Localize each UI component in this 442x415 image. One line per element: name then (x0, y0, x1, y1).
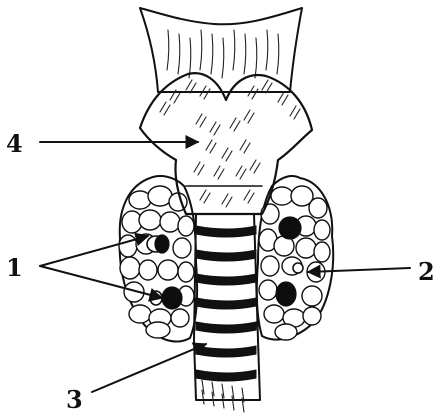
hatch-line (186, 80, 192, 90)
gland-cell (120, 257, 140, 279)
gland-cell (261, 204, 279, 224)
gland-cell (264, 305, 284, 323)
gland-cell (146, 322, 170, 338)
hatch-line (266, 30, 268, 70)
hatch-line (204, 193, 210, 203)
hatch-line (200, 30, 202, 70)
tube-ring (196, 250, 256, 261)
hatch-line (200, 190, 206, 200)
hatch-line (244, 143, 250, 153)
hatch-line (248, 113, 254, 123)
hatch-line (248, 193, 254, 203)
hatch-line (278, 92, 284, 102)
left-gland-lobe (119, 176, 197, 341)
dark-nodule (162, 287, 182, 309)
hatch-line (222, 38, 224, 78)
hatch-line (250, 160, 256, 170)
gland-cell (271, 187, 293, 205)
hatch-line (254, 163, 260, 173)
gland-cell (314, 242, 330, 262)
tube-ring (196, 370, 256, 381)
hatch-line (167, 30, 169, 70)
tube-ring (196, 226, 256, 237)
hatch-line (244, 190, 250, 200)
hatch-line (210, 143, 216, 153)
gland-cell (314, 220, 330, 240)
hatch-line (236, 166, 242, 176)
hatch-line (255, 38, 257, 78)
hatch-line (164, 105, 170, 115)
gland-cell (259, 280, 277, 300)
label-2: 2 (418, 257, 435, 286)
hatch-line (214, 125, 220, 135)
gland-cell (178, 216, 194, 236)
hatch-line (277, 34, 279, 74)
ringed-tube (194, 214, 260, 412)
hatch-line (210, 122, 216, 132)
hatch-line (262, 80, 268, 90)
gland-cell (119, 235, 137, 257)
hatch-line (252, 89, 258, 99)
dark-nodule (276, 282, 296, 306)
label-4: 4 (6, 129, 23, 158)
upper-tube (140, 8, 302, 92)
hatch-line (233, 30, 235, 70)
hatch-line (222, 194, 228, 204)
hatch-line (218, 169, 224, 179)
hatch-line (174, 93, 180, 103)
hatch-line (211, 34, 213, 74)
hatch-line (240, 140, 246, 150)
gland-cell (171, 309, 189, 327)
gland-cell (139, 210, 161, 230)
dark-nodule (155, 235, 169, 253)
hatch-line (198, 165, 204, 175)
hatch-line (214, 166, 220, 176)
hatch-line (244, 34, 246, 74)
hatch-line (282, 95, 288, 105)
vesicle-ring (293, 263, 303, 273)
dark-nodule (279, 217, 301, 239)
hatch-line (226, 197, 232, 207)
gland-cell (261, 256, 279, 276)
arrow-3 (92, 344, 206, 392)
gland-cell (178, 262, 194, 282)
gland-cell (139, 260, 157, 280)
hatch-line (290, 106, 296, 116)
tube-ring (196, 322, 256, 333)
hatch-line (178, 34, 180, 74)
gland-cell (129, 305, 151, 323)
tube-ring (196, 346, 256, 357)
gland-cell (173, 238, 191, 258)
hatch-line (244, 110, 250, 120)
tube-ring (196, 274, 256, 285)
gland-cell (275, 324, 297, 340)
gland-cell (296, 238, 316, 258)
hatch-line (160, 102, 166, 112)
hatch-line (240, 169, 246, 179)
hatch-line (234, 121, 240, 131)
hatch-line (200, 117, 206, 127)
gland-cell (160, 212, 180, 232)
gland-cell (303, 307, 321, 325)
hatch-line (196, 114, 202, 124)
hatch-line (222, 148, 228, 158)
hatch-line (230, 118, 236, 128)
hatch-line (226, 151, 232, 161)
gland-cell (302, 286, 322, 306)
gland-cell (309, 198, 327, 218)
label-3: 3 (66, 385, 83, 414)
label-1: 1 (6, 253, 23, 282)
tube-ring (196, 298, 256, 309)
hatch-line (189, 38, 191, 78)
hatch-line (294, 109, 300, 119)
hatch-line (206, 140, 212, 150)
hatch-line (194, 162, 200, 172)
gland-cell (158, 260, 178, 280)
hatch-line (204, 89, 210, 99)
